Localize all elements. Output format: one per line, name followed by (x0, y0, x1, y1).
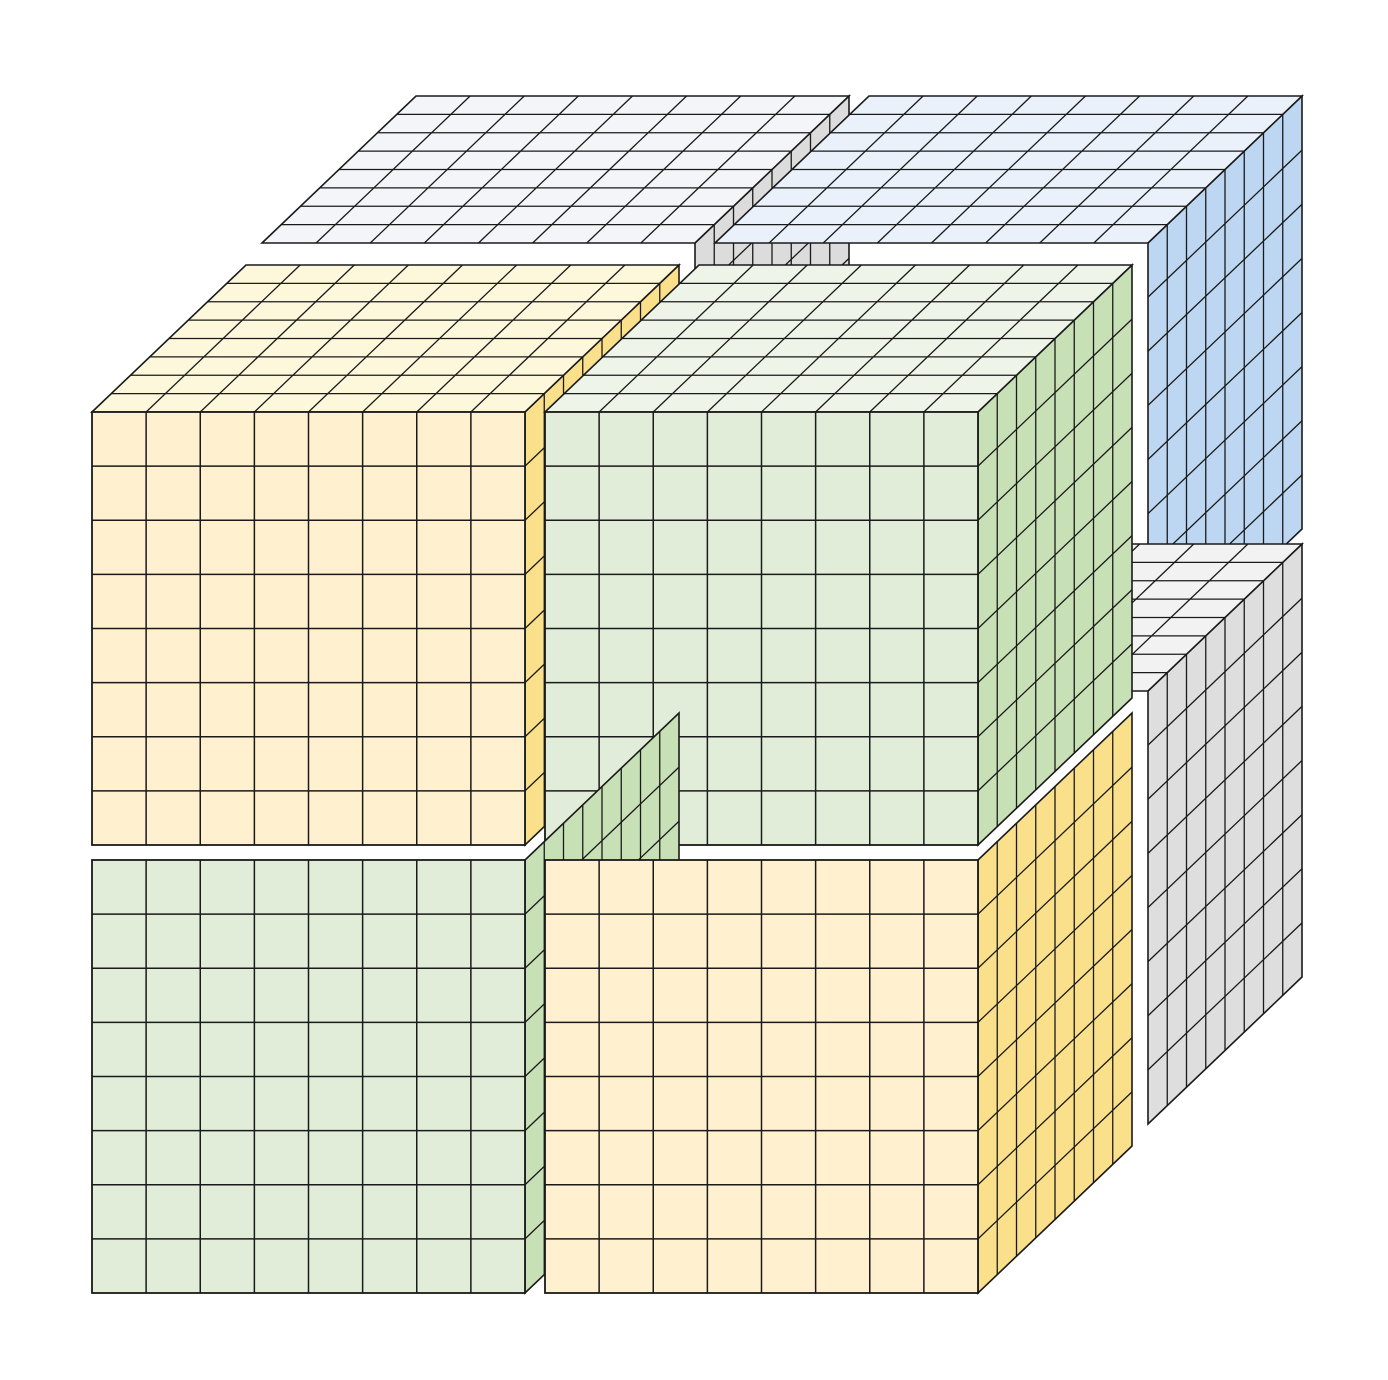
block-top-face (90, 264, 681, 413)
block-top-face (260, 95, 851, 244)
grid-line (977, 1037, 1133, 1186)
grid-line (1147, 366, 1303, 515)
block-front-face (91, 411, 526, 846)
block-front-face (544, 859, 979, 1294)
block-front-face (91, 859, 526, 1294)
grid-line (1093, 95, 1249, 244)
block-front-bottom-right (544, 711, 1133, 1295)
grid-line (1147, 814, 1303, 963)
grid-line (923, 264, 1079, 413)
block-right-face (977, 263, 1133, 847)
block-top-face (713, 95, 1304, 244)
grid-line (586, 95, 742, 244)
grid-line (985, 95, 1141, 244)
grid-line (1147, 868, 1303, 1017)
grid-line (977, 589, 1133, 738)
grid-line (977, 643, 1133, 792)
grid-line (362, 264, 518, 413)
grid-line (977, 535, 1133, 684)
block-top-face (543, 264, 1134, 413)
grid-line (1039, 95, 1195, 244)
grid-line (470, 264, 626, 413)
grid-line (416, 264, 572, 413)
grid-line (815, 264, 971, 413)
grid-line (977, 983, 1133, 1132)
grid-line (977, 481, 1133, 629)
block-right-face (977, 711, 1133, 1295)
grid-line (977, 929, 1133, 1077)
grid-line (640, 95, 796, 244)
grid-line (1147, 312, 1303, 460)
grid-line (532, 95, 688, 244)
grid-line (869, 264, 1025, 413)
grid-line (1147, 760, 1303, 908)
grid-line (977, 1091, 1133, 1240)
grid-line (1147, 922, 1303, 1071)
block-right-face (1147, 542, 1303, 1126)
